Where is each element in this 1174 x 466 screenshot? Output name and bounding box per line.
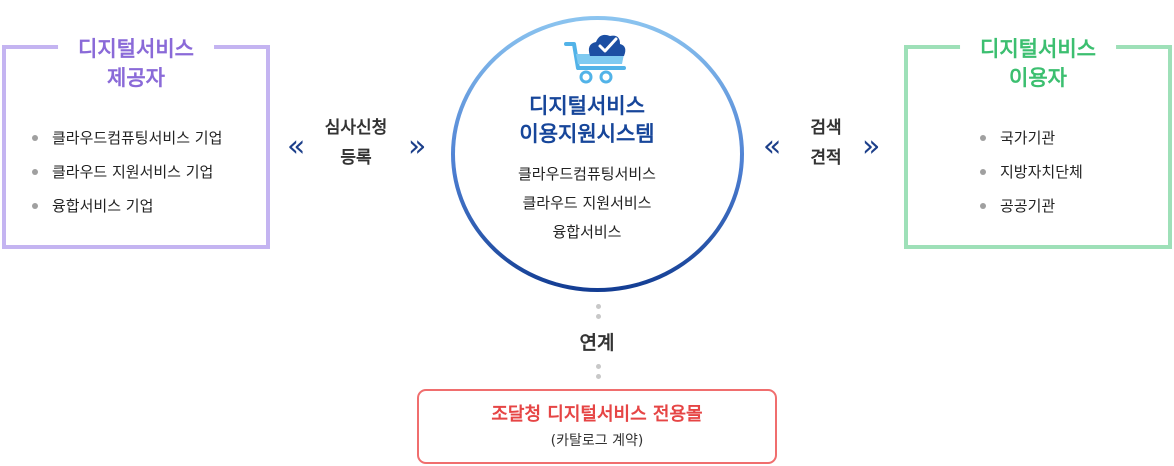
right-relation-label: 검색 견적 <box>795 113 857 173</box>
connector-dot <box>596 364 601 369</box>
left-relation-label: 심사신청 등록 <box>316 113 396 173</box>
double-chevron-right-icon: » <box>862 129 881 164</box>
cloud-cart-icon <box>564 34 626 84</box>
user-title-line2: 이용자 <box>1009 66 1067 90</box>
list-item: 클라우드컴퓨팅서비스 기업 <box>32 121 222 155</box>
list-item: 클라우드 지원서비스 기업 <box>32 155 222 189</box>
system-title-line2: 이용지원시스템 <box>519 122 655 146</box>
double-chevron-right-icon: » <box>408 129 427 164</box>
mall-box: 조달청 디지털서비스 전용몰 (카탈로그 계약) <box>417 389 777 464</box>
provider-title-line2: 제공자 <box>107 66 165 90</box>
list-item: 융합서비스 <box>552 223 622 241</box>
mall-subtitle: (카탈로그 계약) <box>550 433 644 449</box>
mall-title: 조달청 디지털서비스 전용몰 <box>491 404 703 425</box>
system-title: 디지털서비스 이용지원시스템 <box>0 92 1174 148</box>
right-relation-line2: 견적 <box>810 148 842 168</box>
list-item: 융합서비스 기업 <box>32 189 222 223</box>
left-relation-line2: 등록 <box>340 148 372 168</box>
connector-dot <box>596 374 601 379</box>
link-label: 연계 <box>579 332 615 354</box>
system-service-list: 클라우드컴퓨팅서비스 클라우드 지원서비스 융합서비스 <box>0 160 1174 247</box>
list-item: 공공기관 <box>980 189 1083 223</box>
provider-box: 디지털서비스 제공자 클라우드컴퓨팅서비스 기업 클라우드 지원서비스 기업 융… <box>2 35 270 249</box>
user-box: 디지털서비스 이용자 국가기관 지방자치단체 공공기관 <box>904 35 1172 249</box>
user-title: 디지털서비스 이용자 <box>960 35 1116 93</box>
list-item: 지방자치단체 <box>980 155 1083 189</box>
list-item: 클라우드 지원서비스 <box>522 194 652 212</box>
list-item: 국가기관 <box>980 121 1083 155</box>
system-title-line1: 디지털서비스 <box>529 94 645 118</box>
provider-title-line1: 디지털서비스 <box>78 37 194 61</box>
user-list: 국가기관 지방자치단체 공공기관 <box>980 121 1083 223</box>
user-title-line1: 디지털서비스 <box>980 37 1096 61</box>
double-chevron-left-icon: « <box>763 129 782 164</box>
connector-dot <box>596 304 601 309</box>
list-item: 클라우드컴퓨팅서비스 <box>517 165 656 183</box>
provider-title: 디지털서비스 제공자 <box>58 35 214 93</box>
right-relation-line1: 검색 <box>810 118 842 138</box>
double-chevron-left-icon: « <box>287 129 306 164</box>
provider-list: 클라우드컴퓨팅서비스 기업 클라우드 지원서비스 기업 융합서비스 기업 <box>32 121 222 223</box>
left-relation-line1: 심사신청 <box>324 118 388 138</box>
connector-dot <box>596 314 601 319</box>
